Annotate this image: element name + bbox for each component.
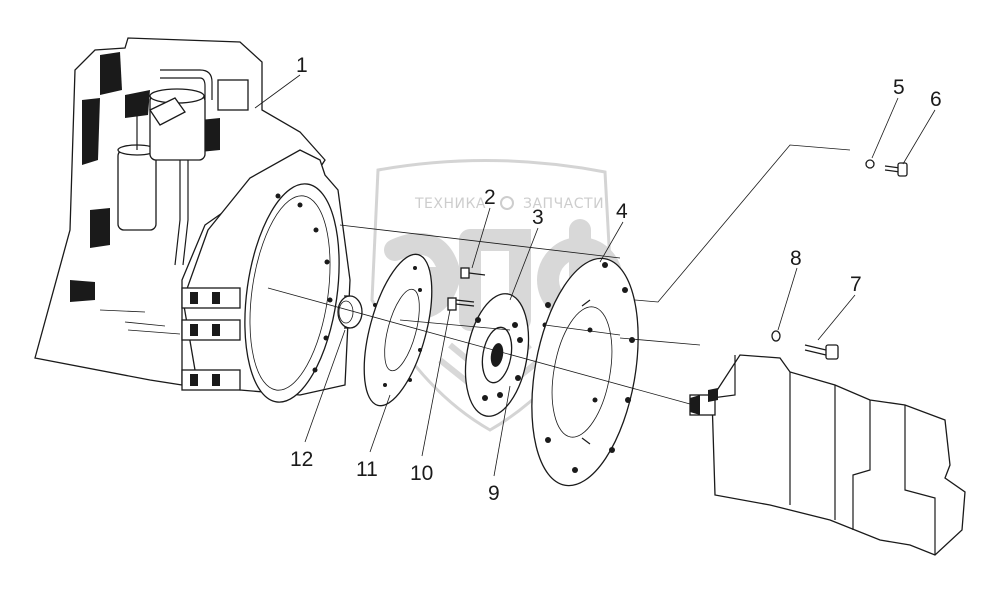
bolt-part-7 bbox=[804, 344, 839, 360]
callout-5: 5 bbox=[893, 76, 905, 99]
flex-plate-part bbox=[363, 253, 433, 407]
bushing-part bbox=[337, 295, 363, 329]
callout-4: 4 bbox=[616, 200, 628, 223]
bolt-part-10 bbox=[447, 267, 486, 311]
callout-2: 2 bbox=[484, 186, 496, 209]
callout-8: 8 bbox=[790, 247, 802, 270]
coupling-hub-part bbox=[464, 293, 548, 417]
washer-part-8 bbox=[771, 330, 781, 342]
flywheel-disc-part bbox=[531, 257, 639, 487]
watermark-right-text: ЗАПЧАСТИ bbox=[523, 196, 604, 212]
callout-10: 10 bbox=[410, 462, 433, 485]
callout-3: 3 bbox=[532, 206, 544, 229]
callout-11: 11 bbox=[356, 458, 378, 481]
callout-7: 7 bbox=[850, 273, 862, 296]
washer-part-5 bbox=[865, 159, 875, 169]
callout-labels: 1 2 3 4 5 6 7 8 9 10 11 12 bbox=[290, 54, 942, 505]
bolt-part-6 bbox=[884, 162, 908, 177]
engine-block bbox=[34, 37, 351, 403]
leader-lines bbox=[254, 74, 936, 477]
watermark-left-text: ТЕХНИКА bbox=[414, 196, 486, 212]
callout-12: 12 bbox=[290, 448, 313, 471]
generator-unit bbox=[689, 354, 966, 556]
watermark-gear-icon bbox=[500, 196, 514, 210]
callout-1: 1 bbox=[296, 54, 308, 77]
callout-6: 6 bbox=[930, 88, 942, 111]
callout-9: 9 bbox=[488, 482, 500, 505]
